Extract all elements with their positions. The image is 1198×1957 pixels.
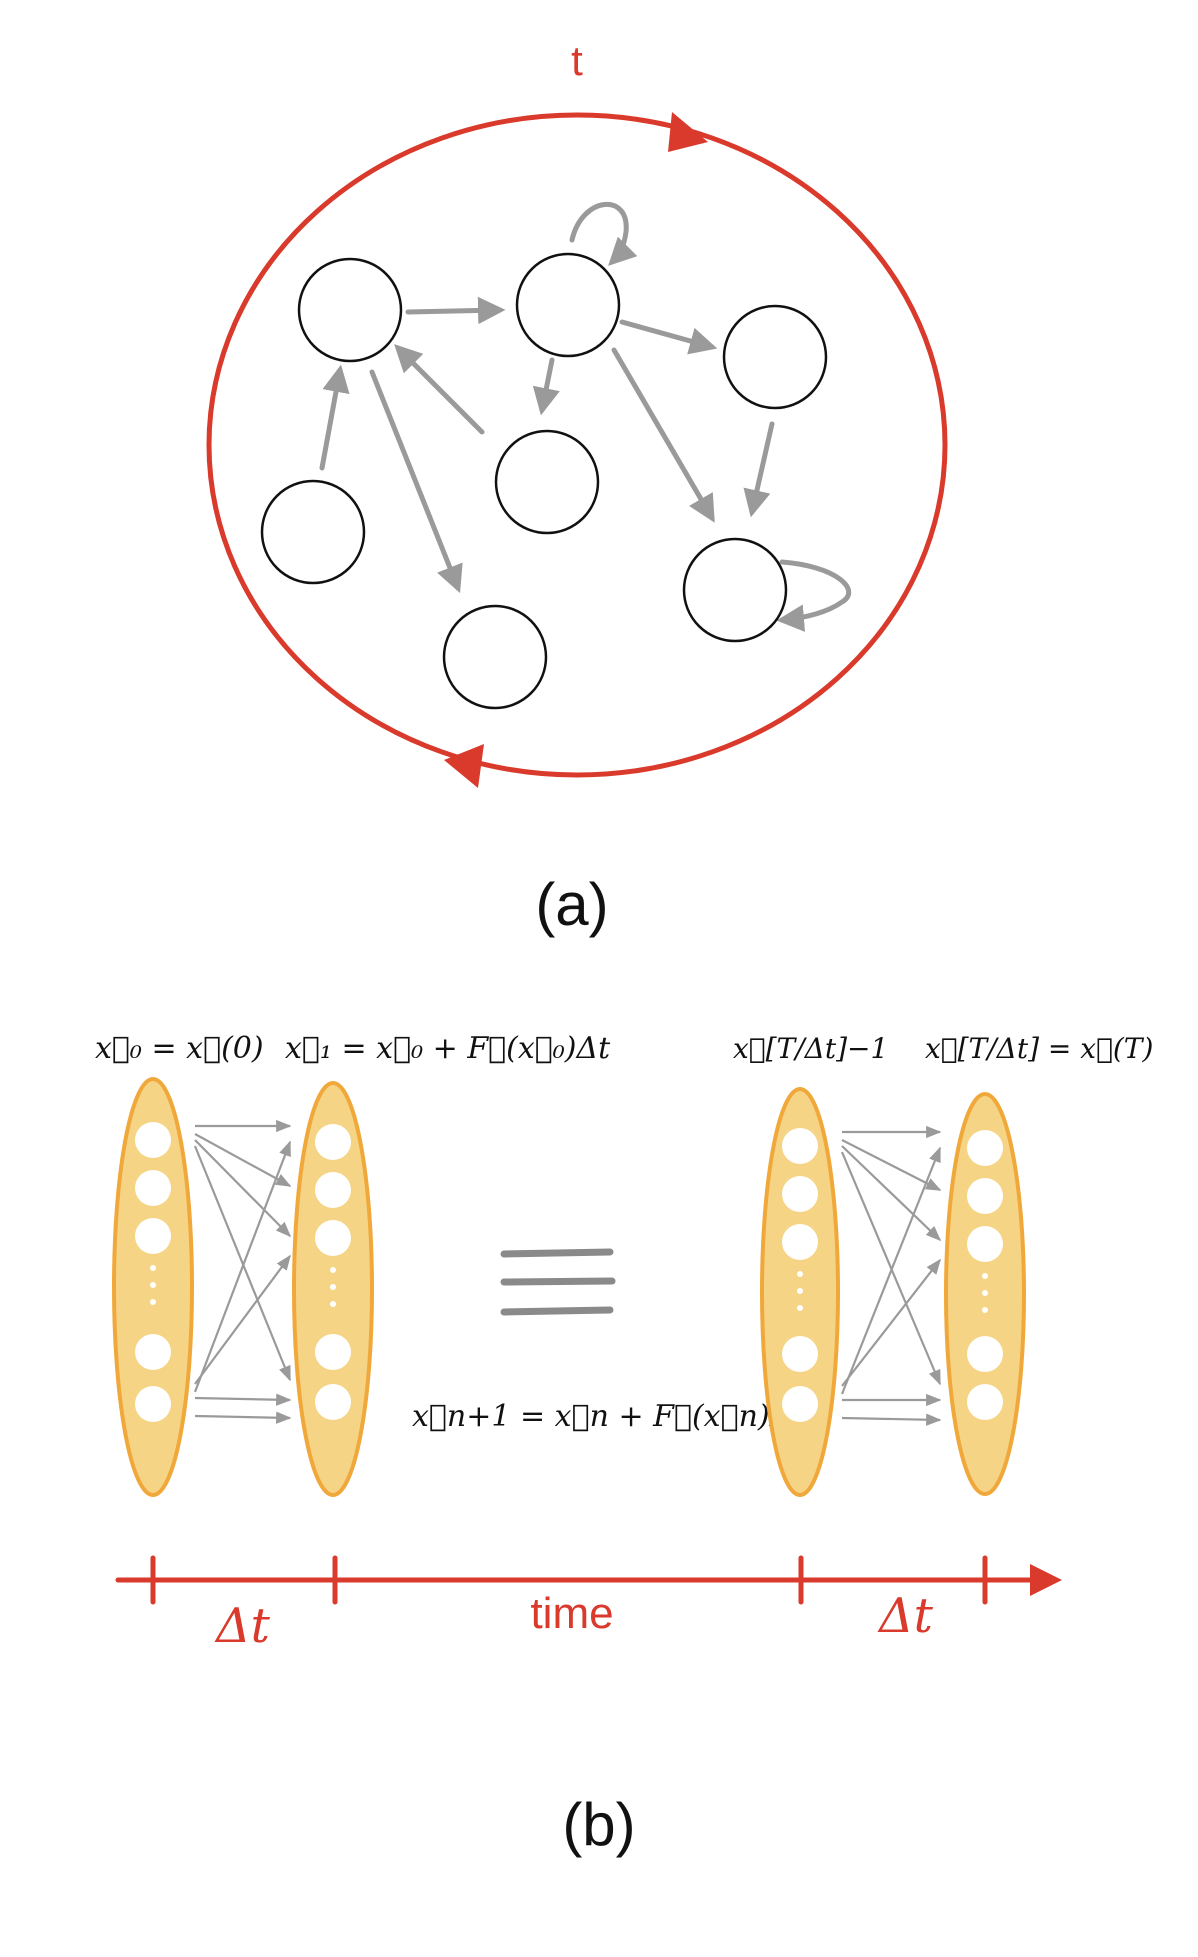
neuron [135,1170,171,1206]
neuron [135,1218,171,1254]
connection [194,1411,292,1424]
equation-x-penultimate: x⃗[T/Δt]−1 [733,1032,888,1065]
edge-n2-n7 [611,347,715,523]
neuron [150,1299,156,1305]
equation-update: x⃗n+1 = x⃗n + F⃗(x⃗n)Δt [412,1399,804,1434]
equivalence-bar [500,1277,616,1286]
equivalence-bar [500,1248,614,1258]
edge-n1-n2 [405,296,506,325]
connections-right [840,1125,942,1426]
neuron [315,1334,351,1370]
caption-b: (b) [562,1791,635,1858]
neurons-x1 [315,1124,351,1420]
neuron [797,1305,803,1311]
neuron [782,1176,818,1212]
neurons-x0 [135,1122,171,1422]
neuron [797,1271,803,1277]
delta-t-right: Δt [877,1588,934,1644]
neuron [330,1301,336,1307]
neuron [967,1336,1003,1372]
neuron [315,1124,351,1160]
neuron [982,1290,988,1296]
node [297,257,403,363]
connection [194,1254,291,1385]
neuron [150,1265,156,1271]
neuron [315,1384,351,1420]
neuron [782,1128,818,1164]
self-loop-n2 [569,202,638,266]
equivalence-bar [500,1306,614,1316]
graph-edges [319,202,851,632]
equivalence-sign [500,1248,616,1316]
neurons-xTm1 [782,1128,818,1422]
connection [193,1140,292,1393]
neurons-xT [967,1130,1003,1420]
self-loop-n7 [776,559,851,632]
layer-pair-right [760,1087,1026,1497]
loop-arrowhead-top [668,112,708,152]
neuron [330,1284,336,1290]
connection [841,1145,942,1242]
node [260,479,366,585]
neuron [967,1226,1003,1262]
connection [194,1133,292,1187]
neuron [982,1273,988,1279]
neuron [782,1386,818,1422]
neuron [135,1122,171,1158]
neuron [315,1172,351,1208]
timeline-arrowhead [1030,1564,1062,1596]
neuron [782,1336,818,1372]
panel-b: x⃗₀ = x⃗(0) x⃗₁ = x⃗₀ + F⃗(x⃗₀)Δt x⃗[T/Δ… [95,1031,1153,1858]
neuron [315,1220,351,1256]
time-loop [206,112,948,778]
connection [841,1139,942,1191]
neuron [967,1178,1003,1214]
edge-n5-n1 [319,364,350,471]
node [515,252,621,358]
edge-n2-n4 [532,357,560,416]
layer-pair-left [112,1077,374,1497]
timeline [115,1555,1055,1605]
connections-left [193,1119,292,1424]
delta-t-left: Δt [214,1598,271,1654]
neuron [150,1282,156,1288]
edge-n4-n1 [394,344,485,435]
loop-label: t [571,37,583,84]
equation-x0: x⃗₀ = x⃗(0) [95,1031,264,1066]
edge-n1-n6 [369,369,463,594]
graph-nodes [260,252,828,710]
neuron [135,1386,171,1422]
neuron [967,1130,1003,1166]
equation-xT: x⃗[T/Δt] = x⃗(T) [925,1032,1153,1065]
caption-a: (a) [535,871,608,938]
time-label: time [530,1589,613,1638]
connection [841,1258,941,1387]
neuron [330,1267,336,1273]
neuron [135,1334,171,1370]
node [442,604,548,710]
connection [841,1413,942,1426]
node [494,429,600,535]
connection [840,1151,942,1386]
connection [194,1393,292,1406]
node [682,537,788,643]
neuron [782,1224,818,1260]
edge-n3-n7 [743,421,775,518]
loop-arrowhead-bottom [444,744,484,788]
node [722,304,828,410]
neuron [982,1307,988,1313]
connection [840,1146,942,1395]
edge-n2-n3 [619,319,718,355]
equation-x1: x⃗₁ = x⃗₀ + F⃗(x⃗₀)Δt [285,1031,611,1066]
panel-a: t (a) [206,37,948,938]
neuron [797,1288,803,1294]
connection [193,1145,292,1382]
connection [194,1139,292,1238]
neuron [967,1384,1003,1420]
